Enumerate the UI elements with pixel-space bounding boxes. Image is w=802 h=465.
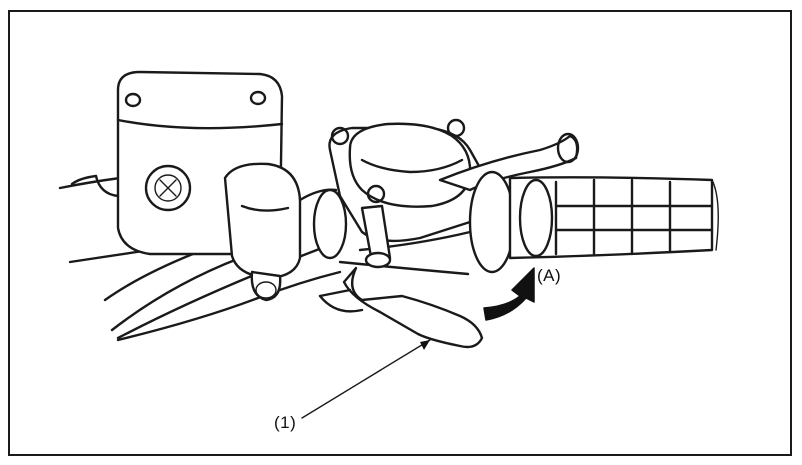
part-label: (1) — [274, 413, 297, 432]
housing-screw-3 — [366, 184, 386, 204]
rotation-arrow-icon — [483, 267, 535, 321]
sight-glass — [144, 164, 192, 212]
direction-label: (A) — [537, 266, 562, 285]
housing-screw-1 — [330, 126, 350, 146]
clamp-bracket — [223, 162, 302, 302]
throttle-housing — [328, 118, 491, 269]
tube-collar — [298, 188, 348, 260]
upper-lever — [438, 132, 580, 192]
housing-screw-2 — [446, 118, 466, 138]
handlebar-grip — [468, 170, 719, 274]
leader-line — [301, 339, 431, 419]
figure-border — [8, 10, 792, 456]
leader-arrowhead — [420, 340, 430, 350]
idle-lever — [318, 266, 484, 349]
